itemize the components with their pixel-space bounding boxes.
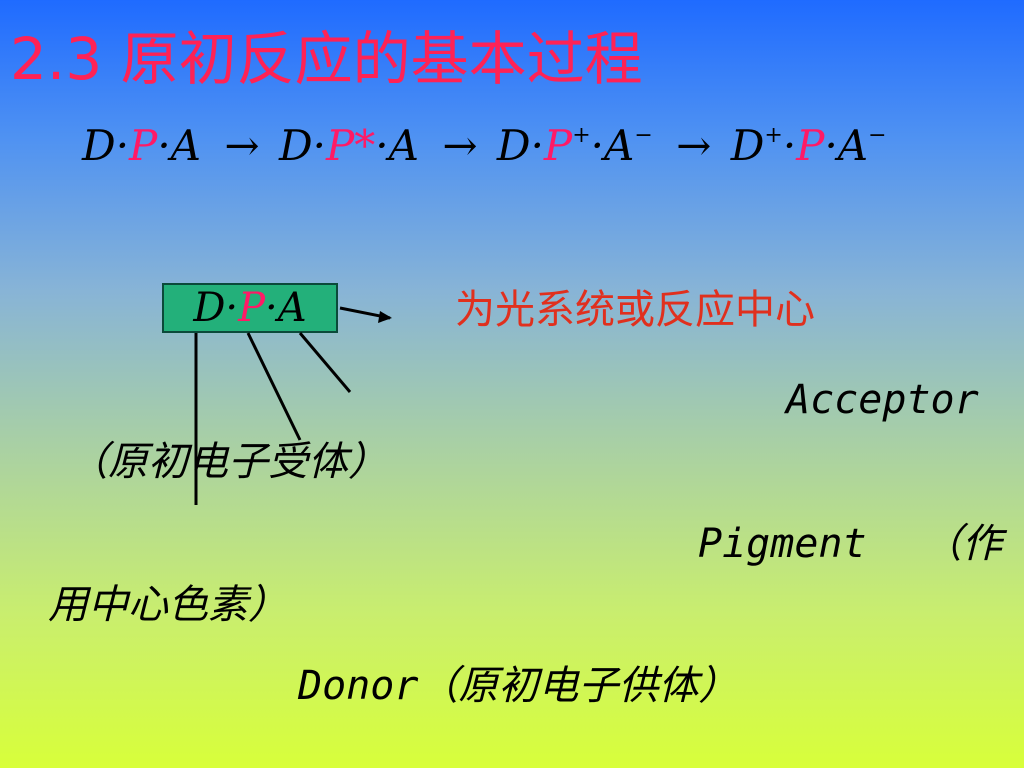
eq-state-1: D·P·A bbox=[82, 121, 202, 170]
donor-row: Donor（原初电子供体） bbox=[298, 664, 738, 708]
pigment-line bbox=[246, 332, 302, 441]
reaction-center-box: D·P·A bbox=[162, 283, 338, 333]
reaction-equation: D·P·A → D·P*·A → D·P+·A− → D+·P·A− bbox=[82, 125, 887, 167]
acceptor-line bbox=[298, 332, 352, 393]
connector-arrowhead-icon bbox=[378, 311, 392, 323]
eq-state-4: D+·P·A− bbox=[730, 121, 887, 170]
donor-desc: （原初电子供体） bbox=[418, 663, 739, 709]
acceptor-desc: （原初电子受体） bbox=[68, 439, 388, 485]
reaction-center-label: 为光系统或反应中心 bbox=[455, 287, 815, 333]
arrow-icon: → bbox=[224, 121, 260, 170]
donor-label: Donor bbox=[298, 663, 419, 709]
arrow-icon: → bbox=[442, 121, 478, 170]
pigment-desc-part2: 用中心色素） bbox=[48, 582, 288, 628]
pigment-label: Pigment bbox=[698, 521, 867, 567]
eq-state-3: D·P+·A− bbox=[496, 121, 653, 170]
arrow-icon: → bbox=[676, 121, 712, 170]
slide-title: 2.3 原初反应的基本过程 bbox=[10, 25, 643, 93]
pigment-desc-part1: （作 bbox=[922, 521, 1002, 567]
acceptor-label: Acceptor bbox=[786, 377, 979, 423]
eq-state-2: D·P*·A bbox=[278, 121, 419, 170]
